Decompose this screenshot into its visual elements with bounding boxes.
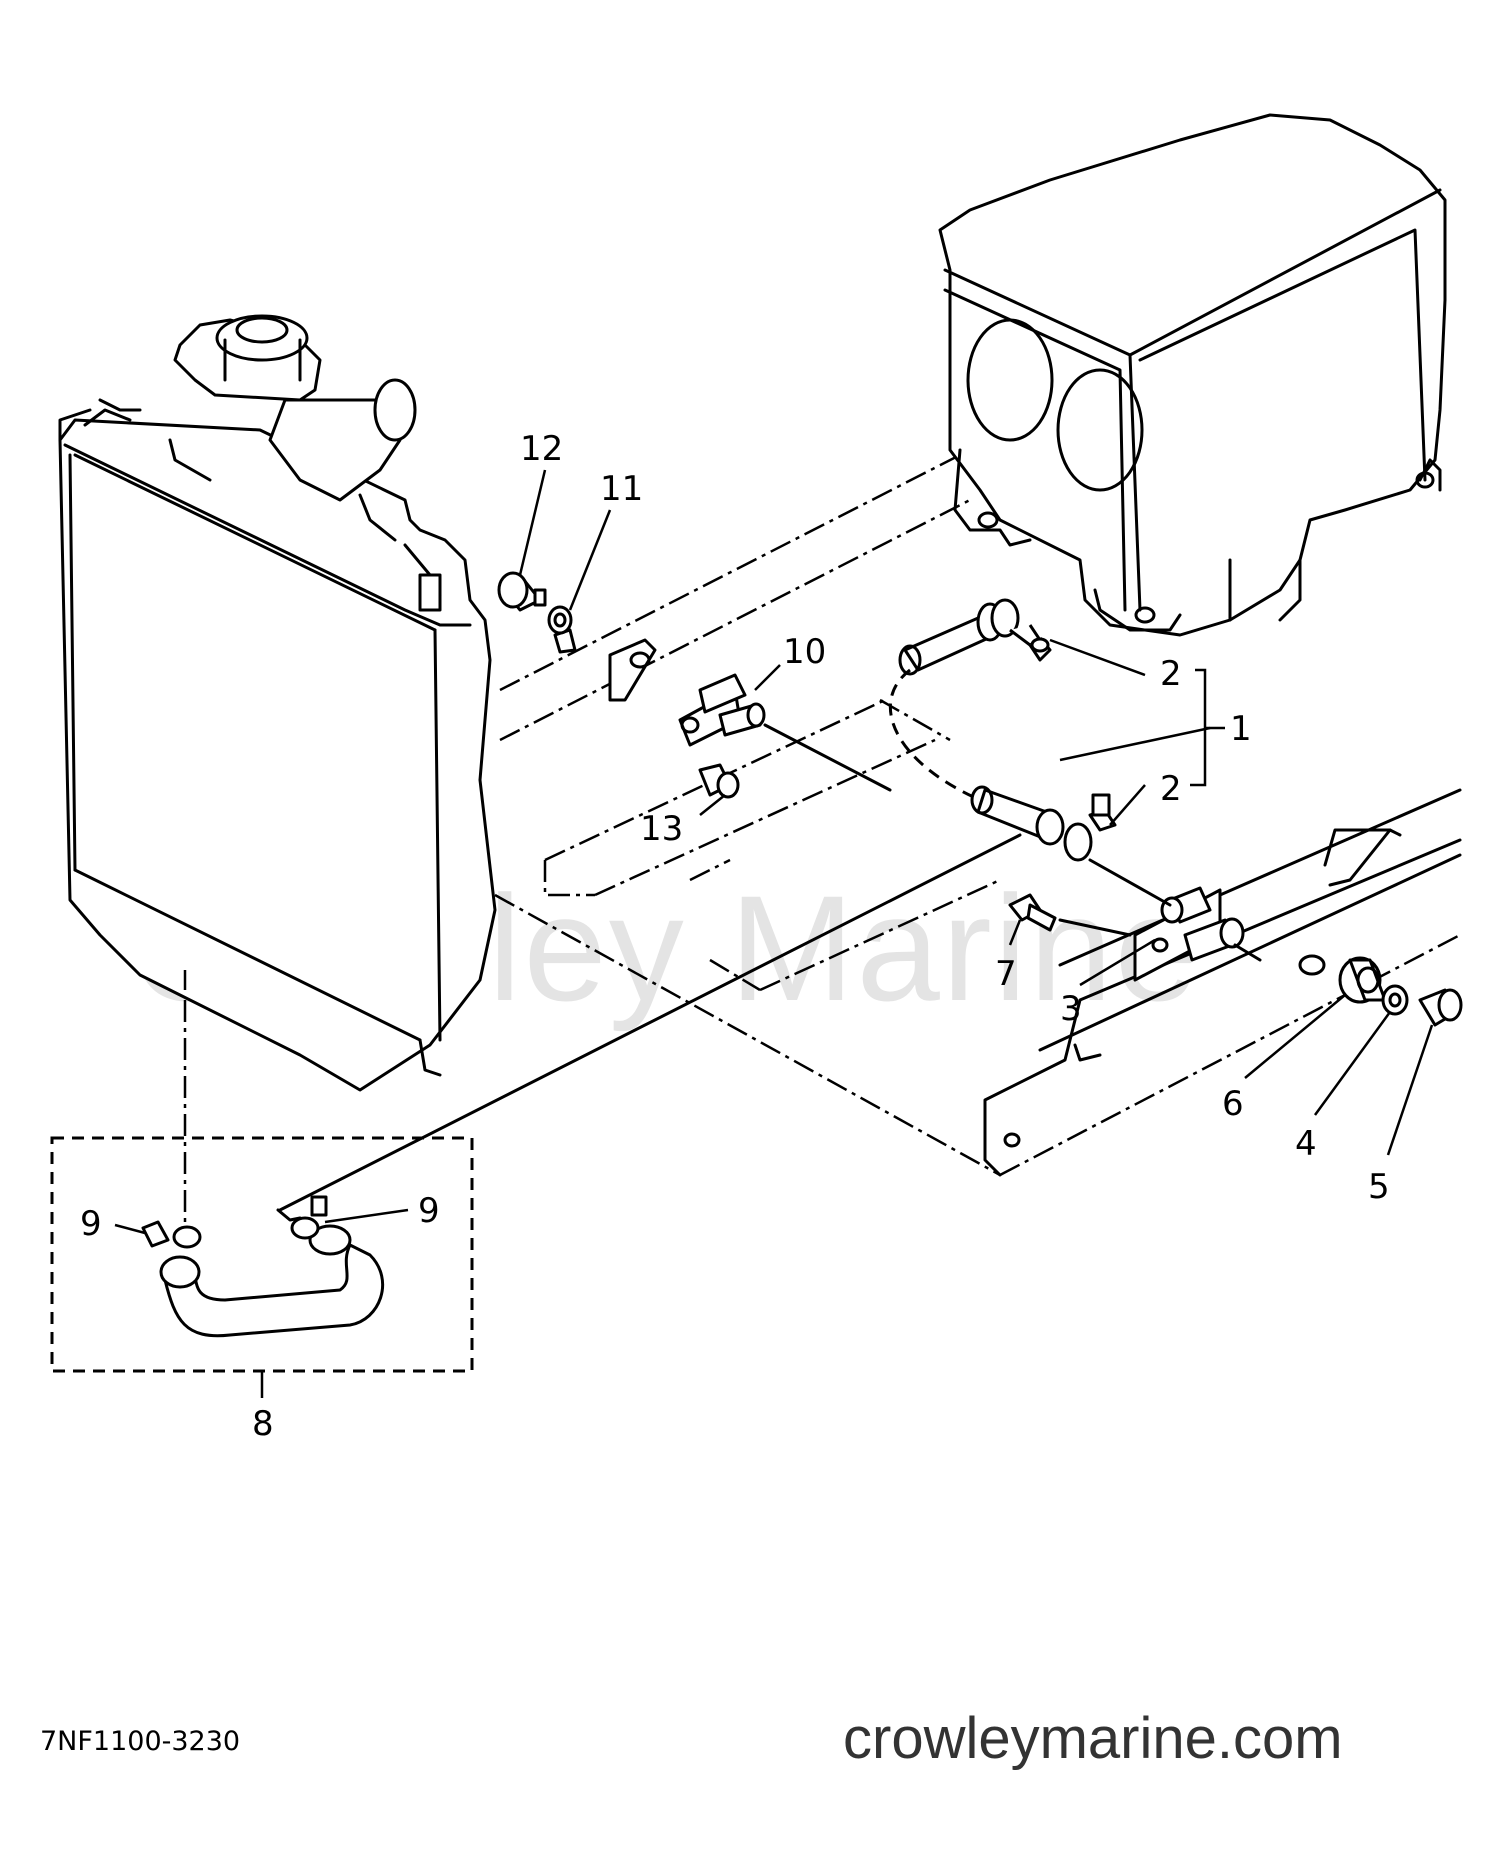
- callout-8: 8: [252, 1404, 274, 1444]
- leader-lines: [114, 469, 1434, 1398]
- callout-5: 5: [1368, 1167, 1390, 1207]
- bolt-12: [497, 571, 547, 612]
- clips-2: [990, 598, 1117, 862]
- callout-6: 6: [1222, 1084, 1244, 1124]
- bolt-13: [698, 763, 740, 799]
- hose-1: [888, 602, 1065, 846]
- callout-labels: 12 11 10 2 1 2 13 7 3 6 4 5 9 9 8: [80, 429, 1390, 1444]
- callout-2b: 2: [1160, 769, 1182, 809]
- callout-11: 11: [600, 469, 643, 509]
- bracket-3: [1088, 858, 1262, 982]
- radiator: [58, 314, 497, 1092]
- callout-2a: 2: [1160, 654, 1182, 694]
- diagram-part-code: 7NF1100-3230: [40, 1726, 240, 1757]
- bolt-7: [1008, 893, 1132, 937]
- callout-13: 13: [640, 809, 683, 849]
- site-url: crowleymarine.com: [843, 1706, 1343, 1771]
- callout-12: 12: [520, 429, 563, 469]
- callout-9a: 9: [80, 1204, 102, 1244]
- fitting-10: [553, 628, 892, 792]
- callout-3: 3: [1060, 989, 1082, 1029]
- callout-10: 10: [783, 632, 826, 672]
- drain-plug-set: [1338, 956, 1463, 1027]
- callout-9b: 9: [418, 1191, 440, 1231]
- callout-7: 7: [995, 954, 1017, 994]
- callout-4: 4: [1295, 1124, 1317, 1164]
- callout-1: 1: [1230, 709, 1252, 749]
- washer-11: [547, 605, 573, 635]
- engine-block: [938, 113, 1447, 637]
